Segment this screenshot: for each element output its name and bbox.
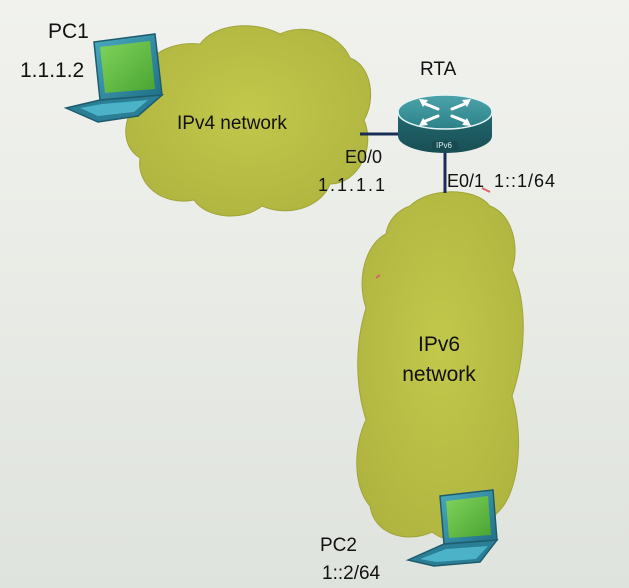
e0-1-interface-label: E0/1 bbox=[447, 171, 485, 191]
pc2-ip-label: 1::2/64 bbox=[322, 563, 381, 584]
pc1-ip-label: 1.1.1.2 bbox=[20, 59, 85, 82]
pc1-laptop-icon[interactable] bbox=[63, 33, 165, 123]
ipv6-network-label-line2: network bbox=[402, 363, 476, 386]
ipv6-network-cloud bbox=[356, 191, 524, 541]
red-mark-2 bbox=[375, 274, 381, 279]
router-ipv6-badge: IPv6 bbox=[436, 141, 453, 150]
pc2-laptop-icon[interactable] bbox=[405, 489, 499, 567]
ipv4-network-label: IPv4 network bbox=[177, 113, 287, 134]
e0-0-ip-label: 1.1.1.1 bbox=[318, 175, 388, 195]
ipv4-network-cloud bbox=[125, 25, 372, 217]
pc1-name-label: PC1 bbox=[48, 20, 89, 43]
router-name-label: RTA bbox=[420, 59, 457, 80]
red-mark bbox=[481, 187, 491, 193]
pc2-name-label: PC2 bbox=[320, 535, 357, 556]
router-rta-icon[interactable] bbox=[397, 94, 493, 153]
ipv6-network-label-line1: IPv6 bbox=[417, 333, 461, 356]
e0-1-ip-label: 1::1/64 bbox=[494, 171, 557, 191]
e0-0-interface-label: E0/0 bbox=[345, 147, 383, 167]
